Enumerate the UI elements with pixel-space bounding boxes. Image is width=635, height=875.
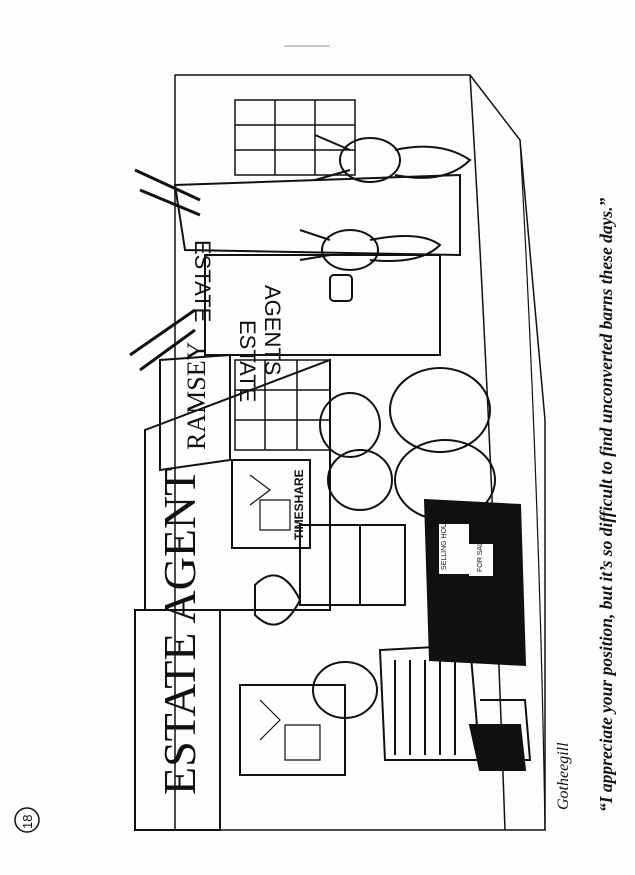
timeshare-poster [231,459,311,549]
door-handle [329,274,353,302]
floor-line-2 [519,139,546,831]
house-poster [239,684,346,776]
cartoon-scene: ESTATE AGENT RAMSEY TIMESHARE ESTATE AGE… [129,74,546,831]
door-sign-right: AGENTS [260,285,285,375]
lamp-right [134,168,201,217]
rabbit-back [314,134,472,183]
desk-notice: SELLING HOUSE [441,513,448,570]
lamp-left [129,308,196,372]
cartoon-caption: “I appreciate your position, but it’s so… [596,197,616,812]
page-number: 18 [20,815,35,829]
door-sign-left: ESTATE [235,320,260,402]
estate-agent-sign: ESTATE AGENT [154,468,205,795]
desk [423,498,527,667]
floor-line [469,74,506,831]
filing-cabinet [299,524,406,606]
potted-plant [254,574,302,626]
office-door [204,254,441,356]
artist-signature: Gotheegill [555,742,572,810]
mirrored-sign: ESTATE [190,240,215,322]
open-door-panel [173,173,461,257]
owl-left [319,367,491,458]
ramsey-sign: RAMSEY [182,341,211,450]
ramsey-sign-box [159,353,231,472]
office-chair [468,724,527,771]
back-windows [234,99,356,176]
desk-notice-2: FOR SALE [477,537,484,572]
timeshare-label: TIMESHARE [292,469,306,540]
page-number-circle [14,807,40,833]
window-grid [234,359,331,451]
rabbit-front [299,229,442,271]
